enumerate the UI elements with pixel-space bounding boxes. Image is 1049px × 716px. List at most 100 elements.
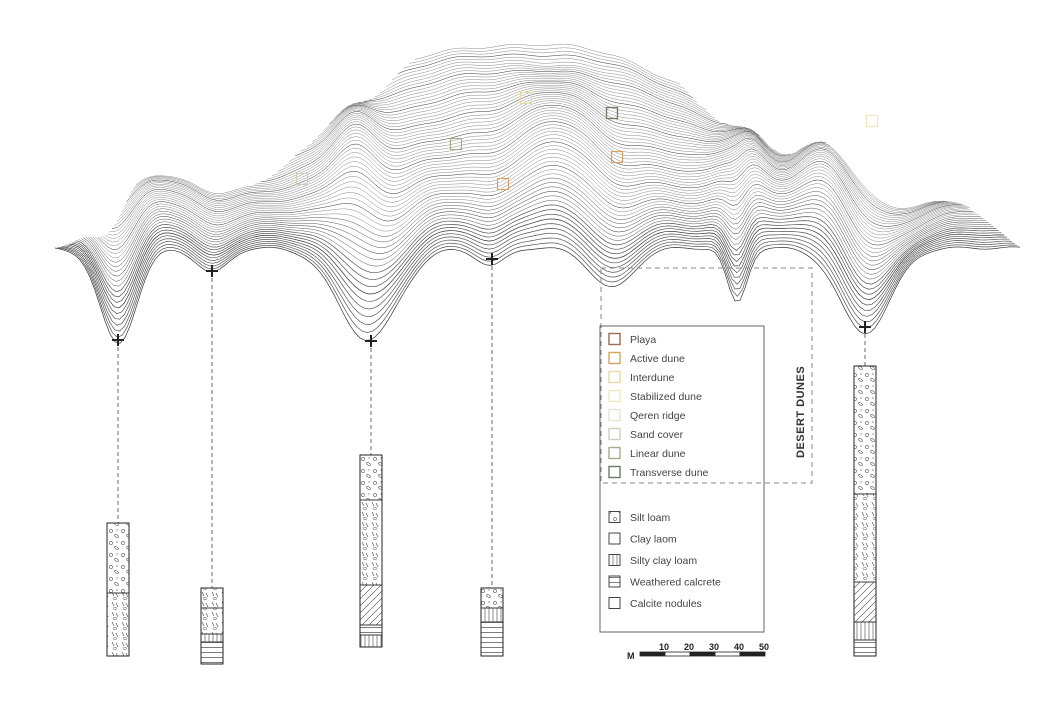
soil-layer [853,581,877,623]
contour-line [92,173,979,258]
legend-title: DESERT DUNES [795,366,807,458]
contour-line [90,177,981,263]
scale-tick-label: 10 [659,642,669,652]
soil-layer [480,587,504,609]
contour-line [121,127,952,218]
soil-layer [480,607,504,623]
active-dune-marker [610,150,624,164]
contour-line [71,213,1002,303]
scale-segment [664,651,691,657]
contour-line [54,246,1021,344]
contour-line [123,124,950,217]
contour-line [409,47,685,89]
soil-layer [106,522,130,594]
contour-line [397,53,694,99]
section-cross [486,253,498,265]
soil-layer [480,621,504,657]
contour-line [83,191,989,277]
scale-segment [714,651,741,657]
contour-line [363,69,729,125]
contour-line [78,200,994,287]
scale-segment [639,651,666,657]
soil-layer [106,592,130,657]
section-cross [859,321,871,333]
contour-line [107,149,968,236]
contour-line [323,83,764,141]
contour-line [116,134,957,222]
landform-label: Transverse dune [630,467,709,479]
soil-column [480,587,504,657]
soil-swatch [608,511,621,523]
contour-line [62,232,1013,326]
soil-column [359,454,383,648]
contour-line [329,81,760,136]
soil-label: Calcite nodules [630,598,702,610]
soil-column [200,587,224,665]
soil-layer [200,607,224,635]
contour-line [100,161,971,247]
section-connectors [112,253,871,588]
contour-line [69,218,1005,309]
contour-line [386,60,707,111]
contour-line [254,107,831,185]
contour-line [133,112,939,211]
contour-line [277,98,809,172]
landform-swatch [608,408,621,422]
soil-layer [853,621,877,641]
contour-line [266,102,817,180]
contour-line [114,137,960,226]
section-cross [112,334,124,346]
sand-cover-marker [295,172,309,186]
soil-label: Clay laom [630,534,677,546]
desert-dunes-box [600,267,813,484]
contour-line [403,50,689,94]
landform-label: Interdune [630,372,675,384]
landform-swatch [608,351,621,365]
contour-line [59,237,1015,332]
contour-line [104,153,971,239]
landform-label: Qeren ridge [630,410,686,422]
landform-swatch [608,427,621,441]
landform-label: Linear dune [630,448,686,460]
scale-tick-label: 40 [734,642,744,652]
soil-swatch [608,597,621,609]
scale-segment [739,651,766,657]
contour-line [283,96,804,167]
scale-tick-label: 20 [684,642,694,652]
contour-line [334,79,756,133]
contour-line [352,74,738,127]
contour-line [289,94,795,162]
soil-layer [853,493,877,583]
contour-line [73,209,1000,298]
dune-wireframe [54,43,1021,344]
soil-layer [359,624,383,636]
contour-line [260,104,826,183]
landform-label: Stabilized dune [630,391,702,403]
contour-line [380,62,711,115]
transverse-dune-marker [605,106,619,120]
contour-line [64,228,1010,320]
linear-dune-marker [449,137,463,151]
soil-column [106,522,130,657]
contour-line [414,43,681,85]
contour-line [102,156,968,243]
contour-line [135,109,937,209]
soil-label: Silt loam [630,512,671,524]
contour-line [374,65,716,119]
soil-swatch [608,554,621,566]
contour-line [81,195,992,282]
soil-layer [200,633,224,643]
section-cross [365,335,377,347]
contour-line [66,223,1007,315]
scale-unit: M [627,651,635,661]
contour-line [85,186,986,272]
contour-line [126,121,947,215]
landform-label: Playa [630,334,656,346]
contour-line [391,56,698,103]
landform-label: Active dune [630,353,685,365]
soil-layer [359,634,383,648]
